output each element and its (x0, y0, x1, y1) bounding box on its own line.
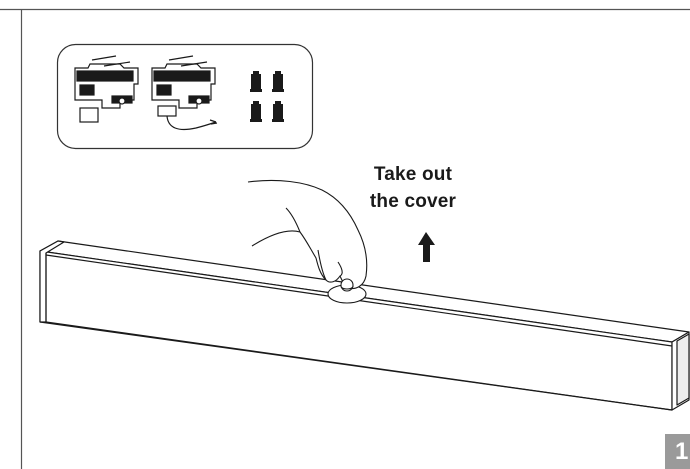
track-adapter-icon (75, 56, 138, 122)
parts-panel (58, 45, 313, 149)
instruction-line-2: the cover (353, 188, 473, 215)
arrow-up-icon (418, 232, 435, 262)
step-number-badge: 1 (665, 434, 690, 469)
instruction-caption: Take out the cover (353, 161, 473, 215)
screw-icon (250, 71, 284, 122)
instruction-line-1: Take out (353, 161, 473, 188)
track-adapter-with-cable-icon (152, 56, 217, 130)
